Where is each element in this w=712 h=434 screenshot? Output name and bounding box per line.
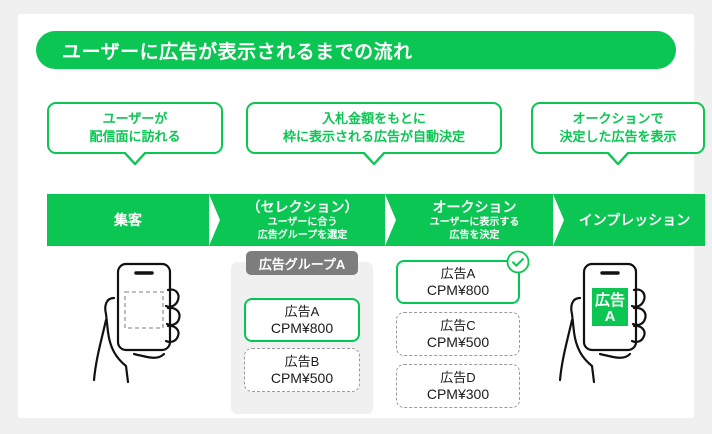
flow-step-2-sub-2: 広告グループを選定	[257, 229, 348, 241]
callout-3-line-2: 決定した広告を表示	[559, 129, 677, 144]
ad-card-group-a-cpm: CPM¥800	[270, 319, 334, 336]
callout-box-2: 入札金額をもとに 枠に表示される広告が自動決定	[246, 102, 502, 165]
ad-card-group-b[interactable]: 広告B CPM¥500	[244, 348, 360, 392]
ad-card-auction-d-name: 広告D	[440, 369, 476, 385]
callout-box-1: ユーザーが 配信面に訪れる	[47, 102, 223, 165]
hand-holding-phone-empty-slot-icon	[80, 254, 200, 414]
flow-step-4: インプレッション	[553, 194, 705, 246]
callout-1-line-2: 配信面に訪れる	[89, 129, 181, 144]
page-title-bar: ユーザーに広告が表示されるまでの流れ	[36, 31, 676, 69]
phone-ad-line-2: A	[605, 308, 616, 325]
page-title: ユーザーに広告が表示されるまでの流れ	[62, 41, 413, 63]
ad-card-auction-a-name: 広告A	[440, 265, 476, 281]
bottom-illustration-row: 広告グループA 広告A CPM¥800 広告B CPM¥500 広告A CPM¥…	[18, 250, 694, 418]
callout-3-tail-icon	[607, 152, 629, 165]
flow-step-1: 集客	[47, 194, 220, 246]
callout-1-tail-icon	[124, 152, 146, 165]
phone-ad-line-1: 広告	[595, 291, 625, 309]
check-icon	[506, 250, 530, 274]
ad-card-auction-c-name: 広告C	[440, 317, 476, 333]
flow-step-3-title: オークション	[432, 198, 517, 215]
hand-holding-phone-with-ad-icon: 広告 A	[546, 254, 666, 414]
ad-card-auction-a-cpm: CPM¥800	[426, 281, 490, 298]
ad-card-auction-d[interactable]: 広告D CPM¥300	[396, 364, 520, 408]
ad-group-label: 広告グループA	[246, 251, 358, 275]
callout-3-line-1: オークションで	[572, 111, 664, 126]
flow-step-4-title: インプレッション	[578, 211, 691, 228]
flow-step-3: オークション ユーザーに表示する 広告を決定	[385, 194, 564, 246]
flow-step-3-sub-1: ユーザーに表示する	[429, 216, 520, 228]
ad-card-auction-c-cpm: CPM¥500	[426, 333, 490, 350]
flow-step-1-title: 集客	[114, 211, 142, 228]
ad-card-group-b-cpm: CPM¥500	[270, 369, 334, 386]
flow-step-2-title: （セレクション）	[246, 198, 359, 215]
ad-card-group-a-name: 広告A	[284, 303, 320, 319]
ad-card-auction-d-cpm: CPM¥300	[426, 385, 490, 402]
flow-step-2-sub-1: ユーザーに合う	[267, 216, 338, 228]
callout-2-line-1: 入札金額をもとに	[322, 111, 426, 126]
ad-card-auction-a[interactable]: 広告A CPM¥800	[396, 250, 530, 304]
callout-2-tail-icon	[363, 152, 385, 165]
flow-steps-bar: 集客 （セレクション） ユーザーに合う 広告グループを選定 オークション ユーザ…	[47, 194, 705, 246]
flow-step-2: （セレクション） ユーザーに合う 広告グループを選定	[209, 194, 396, 246]
callout-box-3: オークションで 決定した広告を表示	[531, 102, 705, 165]
callout-1-line-1: ユーザーが	[102, 111, 168, 126]
flow-step-3-sub-2: 広告を決定	[449, 229, 500, 241]
ad-card-group-b-name: 広告B	[284, 353, 320, 369]
callout-2-line-2: 枠に表示される広告が自動決定	[282, 129, 465, 144]
ad-card-group-a[interactable]: 広告A CPM¥800	[244, 298, 360, 342]
infographic-card: ユーザーに広告が表示されるまでの流れ ユーザーが 配信面に訪れる 入札金額をもと…	[18, 14, 705, 418]
ad-card-auction-c[interactable]: 広告C CPM¥500	[396, 312, 520, 356]
